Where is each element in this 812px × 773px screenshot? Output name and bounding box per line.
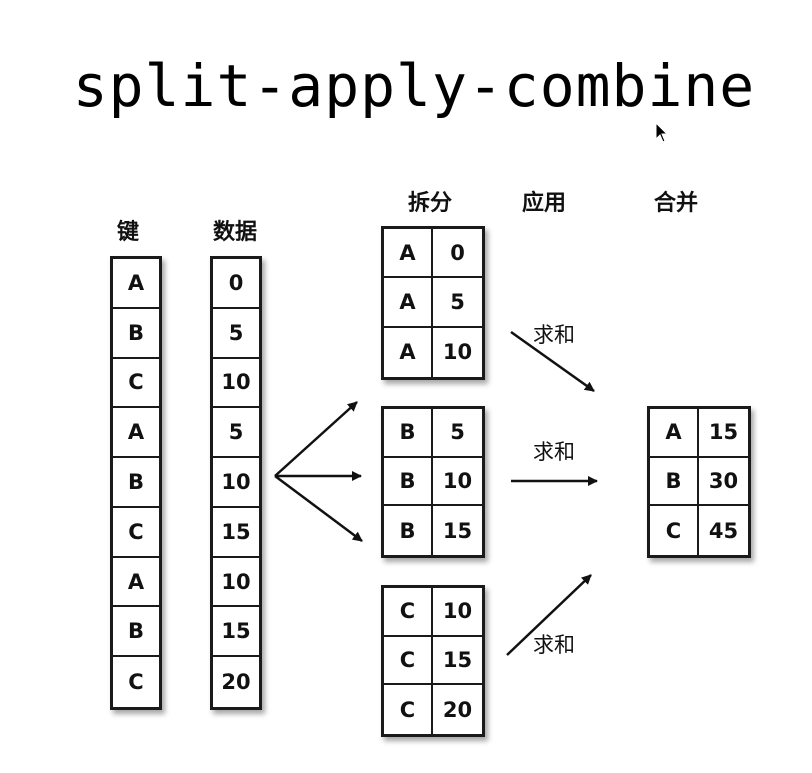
sum-label-b: 求和 [533, 440, 575, 464]
group-value-cell: 15 [699, 409, 748, 458]
key-cell: B [113, 309, 159, 359]
group-value-cell: 15 [442, 518, 473, 543]
key-cell: A [113, 558, 159, 608]
group-key-cell: B [384, 457, 433, 507]
split-label: 拆分 [408, 191, 453, 216]
apply-arrow-a [510, 330, 595, 393]
key-cell: C [128, 670, 144, 695]
split-arrow-a [274, 401, 358, 477]
group-key-cell: B [384, 506, 433, 555]
group-value-cell: 10 [433, 588, 482, 637]
group-value-cell: 15 [433, 637, 482, 686]
data-cell: 15 [213, 607, 259, 658]
group-key-cell: A [650, 409, 699, 458]
data-cell: 20 [221, 670, 251, 695]
key-cell: B [113, 607, 159, 658]
split-arrow-c [274, 474, 363, 543]
combine-label: 合并 [654, 191, 699, 216]
key-cell: A [113, 259, 159, 309]
group-key-cell: A [384, 278, 433, 328]
data-column-label: 数据 [213, 220, 258, 245]
key-cell: C [113, 359, 159, 409]
group-value-cell: 30 [699, 458, 748, 507]
group-key-cell: B [650, 457, 699, 507]
sum-label-a: 求和 [533, 323, 575, 347]
data-cell: 15 [213, 508, 259, 558]
group-value-cell: 10 [442, 340, 473, 365]
diagram-title: split-apply-combine [72, 52, 756, 120]
key-cell: B [113, 458, 159, 508]
group-key-cell: C [384, 588, 433, 637]
key-column-label: 键 [117, 220, 140, 245]
group-value-cell: 0 [433, 229, 482, 279]
apply-label: 应用 [522, 191, 567, 216]
group-value-cell: 10 [433, 458, 482, 507]
group-key-cell: C [384, 636, 433, 686]
data-cell: 5 [213, 408, 259, 459]
group-value-cell: 5 [433, 278, 482, 328]
data-cell: 10 [213, 458, 259, 508]
apply-arrow-c [506, 574, 592, 656]
key-cell: C [113, 508, 159, 558]
sum-label-c: 求和 [533, 633, 575, 657]
data-cell: 10 [213, 558, 259, 608]
data-cell: 5 [213, 309, 259, 359]
group-key-cell: A [384, 327, 433, 377]
data-cell: 10 [213, 359, 259, 409]
group-key-cell: A [384, 229, 433, 279]
group-value-cell: 20 [442, 697, 473, 722]
data-cell: 0 [213, 259, 259, 309]
group-value-cell: 45 [708, 518, 739, 543]
group-key-cell: C [650, 506, 699, 555]
group-value-cell: 5 [433, 409, 482, 458]
group-key-cell: B [384, 409, 433, 458]
group-key-cell: C [384, 685, 433, 734]
key-cell: A [113, 408, 159, 459]
mouse-cursor-icon [655, 122, 669, 143]
